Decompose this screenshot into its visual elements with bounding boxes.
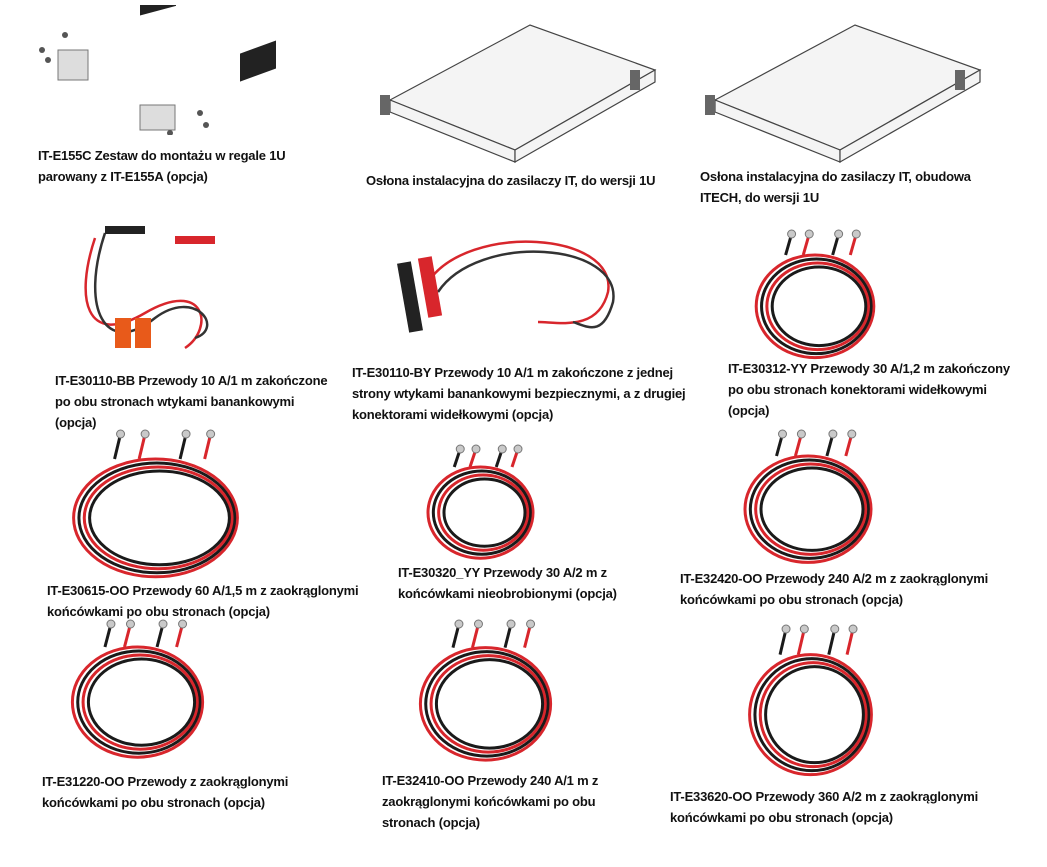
cable-loop: [764, 665, 865, 765]
cable-terminal: [778, 429, 787, 439]
cable-terminal: [506, 619, 516, 629]
cable-loop: [754, 462, 868, 556]
coil-cable-image: [418, 443, 543, 563]
rack-mount-kit-image: [30, 5, 310, 135]
rack-shelf-image: [380, 20, 665, 168]
cable-terminal: [834, 229, 844, 239]
cable-loop: [743, 454, 873, 564]
cable-terminal: [851, 229, 861, 239]
product-caption: Osłona instalacyjna do zasilaczy IT, do …: [366, 173, 656, 188]
cable-terminal: [471, 444, 481, 454]
cable-terminal: [781, 624, 791, 634]
cable-terminal: [473, 619, 483, 629]
cable-loop: [82, 465, 234, 571]
cable-terminal: [181, 429, 191, 439]
cable-terminal: [796, 429, 806, 439]
coil-cable-image: [745, 228, 885, 363]
cable-terminal: [178, 619, 188, 629]
product-caption: IT-E30615-OO Przewody 60 A/1,5 m z zaokr…: [47, 583, 359, 619]
coil-cable-image: [58, 428, 253, 583]
cable-terminal: [513, 444, 523, 454]
coil-cable-image: [733, 428, 883, 568]
product-caption: IT-E32420-OO Przewody 240 A/2 m z zaokrą…: [680, 571, 989, 607]
cable-terminal: [158, 619, 168, 629]
cable-loop: [442, 477, 527, 548]
cable-loop: [429, 654, 547, 754]
cable-loop: [434, 658, 545, 750]
product-caption: IT-E155C Zestaw do montażu w regale 1U p…: [38, 148, 286, 184]
cable-loop: [81, 653, 199, 751]
cable-loop: [758, 661, 868, 769]
cable-terminal: [116, 429, 126, 439]
cable-loop: [70, 645, 205, 759]
product-caption: Osłona instalacyjna do zasilaczy IT, obu…: [700, 169, 971, 205]
cable-loop: [760, 257, 873, 356]
cable-loop: [426, 465, 535, 560]
cable-terminal: [125, 619, 135, 629]
product-caption: IT-E30110-BY Przewody 10 A/1 m zakończon…: [352, 365, 686, 422]
product-caption: IT-E31220-OO Przewody z zaokrąglonymi ko…: [42, 774, 289, 810]
product-caption: IT-E30320_YY Przewody 30 A/2 m z końcówk…: [398, 565, 617, 601]
cable-loop: [753, 657, 871, 773]
cable-terminal: [455, 444, 465, 454]
banana-fork-leads-image: [388, 222, 628, 350]
cable-loop: [88, 469, 231, 567]
cable-terminal: [848, 624, 858, 634]
cable-terminal: [830, 624, 840, 634]
product-caption: IT-E33620-OO Przewody 360 A/2 m z zaokrą…: [670, 789, 979, 825]
cable-loop: [424, 650, 550, 758]
cable-loop: [86, 657, 197, 747]
cable-loop: [754, 253, 876, 360]
cable-loop: [765, 261, 870, 352]
cable-terminal: [140, 429, 150, 439]
cable-loop: [77, 461, 237, 575]
cable-terminal: [804, 229, 814, 239]
rack-shelf-image: [705, 20, 990, 165]
coil-cable-image: [60, 618, 215, 763]
cable-terminal: [847, 429, 857, 439]
cable-loop: [759, 466, 865, 552]
cable-terminal: [799, 624, 809, 634]
cable-terminal: [526, 619, 536, 629]
cable-terminal: [106, 619, 116, 629]
cable-terminal: [454, 619, 464, 629]
product-caption: IT-E32410-OO Przewody 240 A/1 m z zaokrą…: [382, 773, 599, 830]
cable-loop: [748, 653, 873, 777]
coil-cable-image: [408, 618, 563, 766]
cable-terminal: [206, 429, 216, 439]
cable-loop: [418, 646, 553, 762]
cable-loop: [76, 649, 202, 755]
cable-loop: [72, 457, 239, 579]
banana-leads-image: [75, 218, 225, 363]
cable-loop: [770, 265, 868, 348]
cable-terminal: [828, 429, 838, 439]
cable-terminal: [787, 229, 797, 239]
cable-loop: [431, 469, 532, 556]
cable-loop: [748, 458, 870, 560]
product-caption: IT-E30110-BB Przewody 10 A/1 m zakończon…: [55, 373, 328, 430]
cable-terminal: [497, 444, 507, 454]
product-caption: IT-E30312-YY Przewody 30 A/1,2 m zakończ…: [728, 361, 1010, 418]
coil-cable-image: [738, 623, 883, 781]
cable-loop: [437, 473, 530, 552]
